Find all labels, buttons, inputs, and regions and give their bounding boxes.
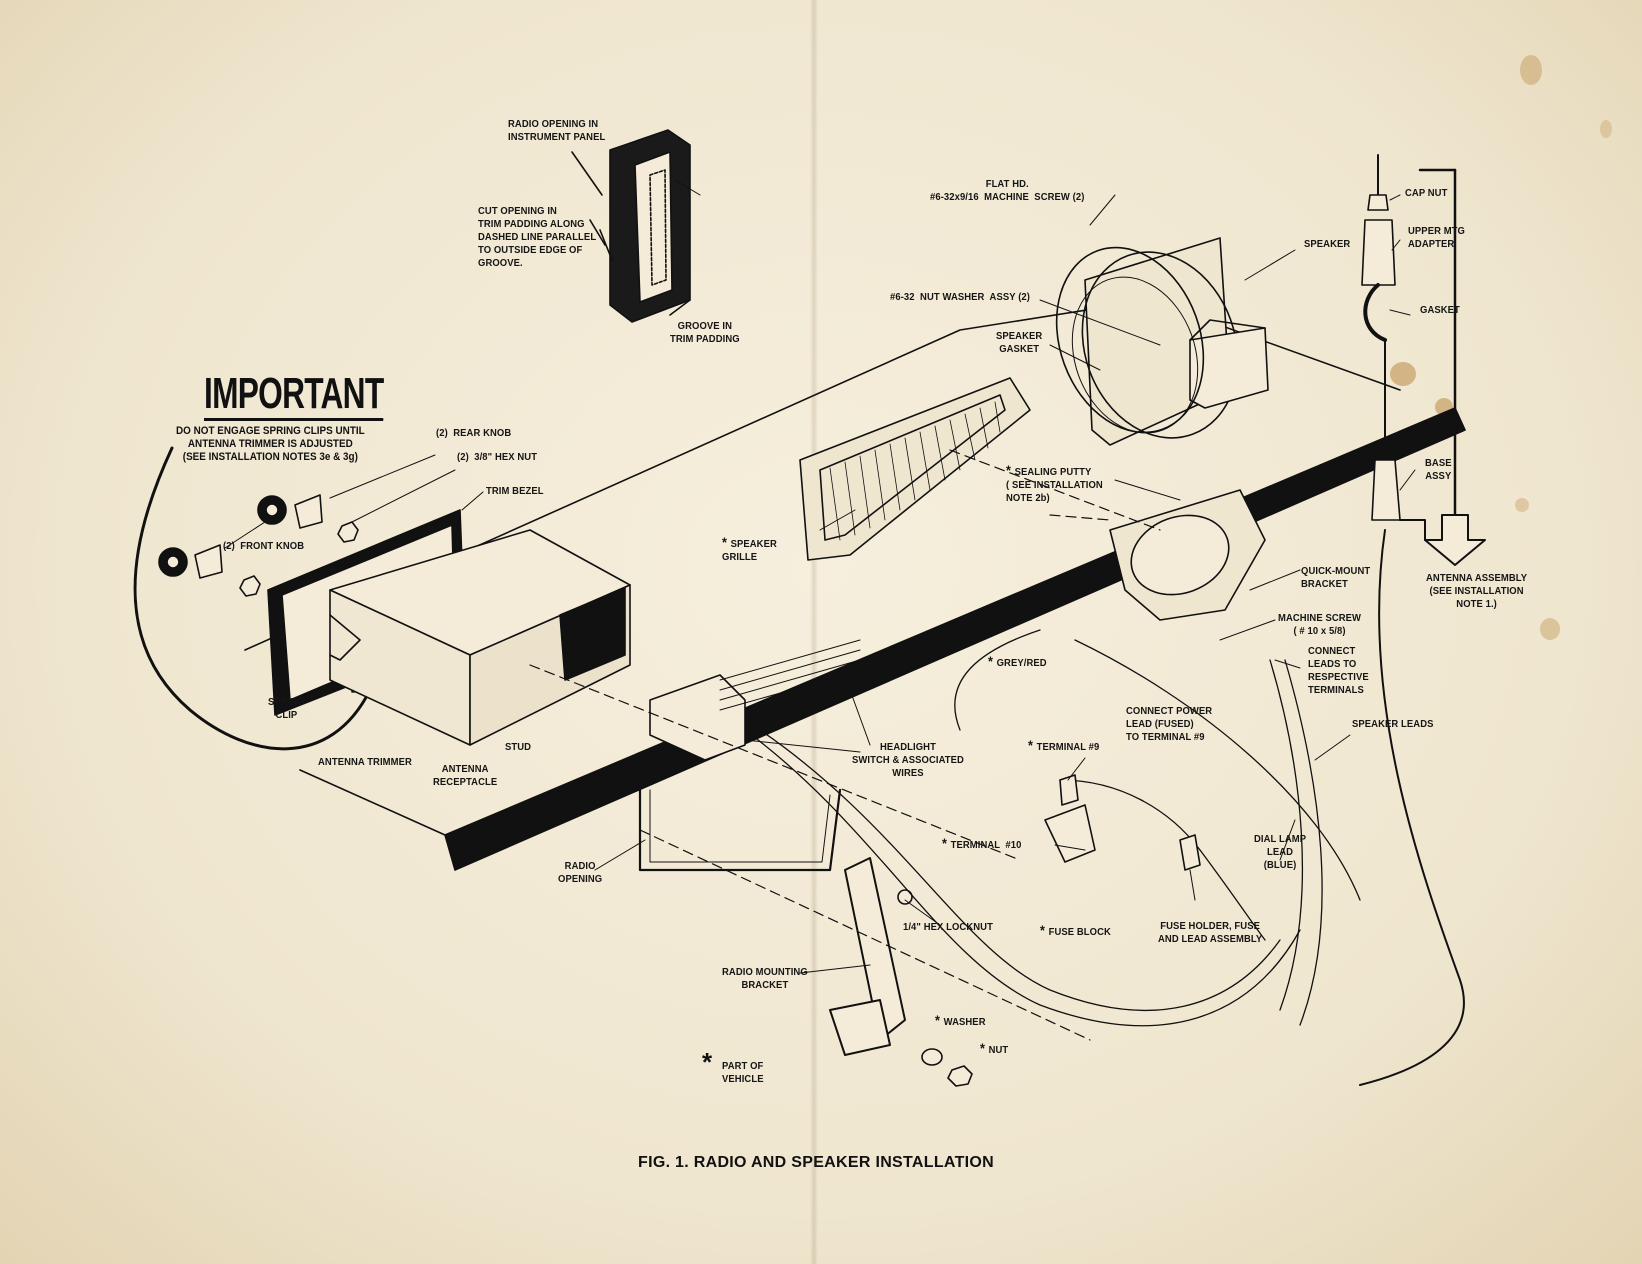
knobs	[158, 494, 359, 597]
label-stud: STUD	[505, 741, 532, 753]
panel-opening-detail	[571, 129, 691, 323]
label-flat-hd-screw: FLAT HD. #6-32x9/16 MACHINE SCREW (2)	[930, 178, 1085, 203]
label-gasket: GASKET	[1420, 304, 1460, 316]
label-speaker-grille: * SPEAKER GRILLE	[722, 534, 777, 563]
label-sealing-putty: * SEALING PUTTY ( SEE INSTALLATION NOTE …	[1006, 462, 1103, 504]
label-antenna-receptacle: ANTENNA RECEPTACLE	[433, 763, 498, 788]
speaker-gasket-shape	[1055, 246, 1205, 434]
label-cut-opening: CUT OPENING IN TRIM PADDING ALONG DASHED…	[478, 205, 597, 269]
label-connect-leads: CONNECT LEADS TO RESPECTIVE TERMINALS	[1308, 645, 1369, 696]
label-hex-locknut: 1/4" HEX LOCKNUT	[903, 921, 993, 933]
radio-mounting-bracket-shape	[829, 857, 973, 1087]
page-fold	[810, 0, 818, 1264]
label-radio-opening-panel: RADIO OPENING IN INSTRUMENT PANEL	[508, 118, 606, 143]
important-arrow-line	[133, 446, 372, 751]
label-radio-mounting-bracket: RADIO MOUNTING BRACKET	[722, 966, 808, 991]
label-speaker-gasket: SPEAKER GASKET	[996, 330, 1043, 355]
label-antenna-assembly: ANTENNA ASSEMBLY (SEE INSTALLATION NOTE …	[1426, 572, 1528, 610]
stain	[1600, 120, 1612, 138]
speaker-grille-shape	[799, 377, 1031, 561]
label-part-of-vehicle: PART OF VEHICLE	[722, 1060, 764, 1085]
quick-mount-bracket-shape	[1109, 489, 1266, 621]
label-cap-nut: CAP NUT	[1405, 187, 1448, 199]
wire	[744, 719, 1281, 1012]
label-upper-mtg-adapter: UPPER MTG ADAPTER	[1408, 225, 1465, 250]
label-hex-nut: (2) 3/8" HEX NUT	[457, 451, 538, 463]
grey-red-lead	[954, 629, 1041, 731]
label-nut-washer: #6-32 NUT WASHER ASSY (2)	[890, 291, 1031, 303]
label-rear-knob: (2) REAR KNOB	[436, 427, 512, 439]
label-machine-screw: MACHINE SCREW ( # 10 x 5/8)	[1278, 612, 1362, 637]
label-grey-red: * GREY/RED	[988, 653, 1047, 669]
label-dial-lamp: DIAL LAMP LEAD (BLUE)	[1254, 833, 1307, 871]
radio-opening-loop-inner	[649, 789, 831, 863]
stain	[1540, 618, 1560, 640]
radio-opening-loop	[638, 778, 842, 872]
stain	[1390, 362, 1416, 386]
label-speaker-leads: SPEAKER LEADS	[1352, 718, 1434, 730]
label-fuse-block: * FUSE BLOCK	[1040, 922, 1111, 938]
figure-caption: FIG. 1. RADIO AND SPEAKER INSTALLATION	[638, 1154, 995, 1171]
label-trim-bezel: TRIM BEZEL	[486, 485, 544, 497]
asterisk-icon: *	[702, 1047, 713, 1077]
antenna-arrow	[1424, 514, 1486, 566]
label-spring-clip: SPRING CLIP	[268, 696, 305, 721]
radio-chassis	[329, 529, 631, 746]
label-terminal-10: * TERMINAL #10	[942, 835, 1022, 851]
label-groove: GROOVE IN TRIM PADDING	[670, 320, 740, 345]
label-headlight-switch: HEADLIGHT SWITCH & ASSOCIATED WIRES	[852, 741, 964, 779]
stain	[1520, 55, 1542, 85]
label-fuse-holder: FUSE HOLDER, FUSE AND LEAD ASSEMBLY	[1158, 920, 1263, 945]
label-radio-opening: RADIO OPENING	[558, 860, 603, 885]
panel-upper-edge	[244, 299, 1401, 651]
antenna-cable	[1359, 529, 1465, 1086]
label-connect-power: CONNECT POWER LEAD (FUSED) TO TERMINAL #…	[1126, 705, 1213, 743]
label-antenna-trimmer: ANTENNA TRIMMER	[318, 756, 412, 768]
speaker-shape	[1071, 237, 1269, 446]
fuse-block-shape	[1044, 774, 1201, 871]
label-washer: * WASHER	[935, 1012, 986, 1028]
label-nut: * NUT	[980, 1040, 1009, 1056]
important-note: DO NOT ENGAGE SPRING CLIPS UNTIL ANTENNA…	[176, 425, 365, 463]
label-quick-mount: QUICK-MOUNT BRACKET	[1301, 565, 1371, 590]
label-base-assy: BASE ASSY	[1425, 457, 1452, 482]
antenna-shape	[1361, 154, 1486, 566]
stain	[1515, 498, 1529, 512]
important-heading: IMPORTANT	[204, 370, 384, 421]
label-speaker: SPEAKER	[1304, 238, 1351, 250]
panel-lower-edge	[299, 769, 446, 836]
label-terminal-9: * TERMINAL #9	[1028, 737, 1100, 753]
speaker-lead	[1074, 639, 1361, 901]
fuse-lead	[1059, 779, 1266, 941]
headlight-switch-shape	[649, 639, 861, 761]
label-front-knob: (2) FRONT KNOB	[223, 540, 305, 552]
speaker-lead	[1269, 659, 1304, 1011]
wire	[744, 729, 1301, 1027]
speaker-lead	[1284, 659, 1323, 1026]
